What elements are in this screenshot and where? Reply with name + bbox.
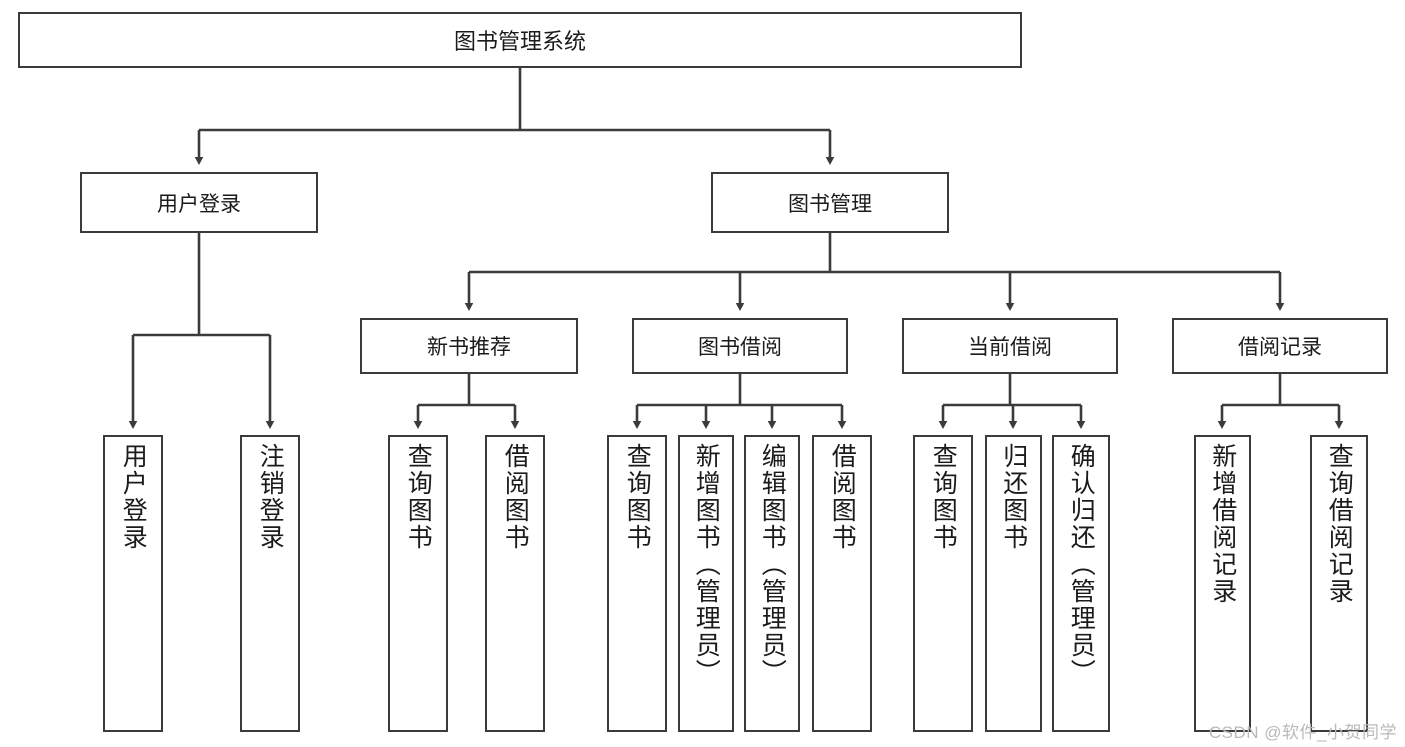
leaf-borrow-book-recommend-label: 借阅图书 [501, 443, 530, 551]
node-user-login[interactable]: 用户登录 [80, 172, 318, 233]
leaf-query-borrow-record-label: 查询借阅记录 [1325, 443, 1354, 605]
leaf-query-book-borrow[interactable]: 查询图书 [607, 435, 667, 732]
leaf-user-login[interactable]: 用户登录 [103, 435, 163, 732]
node-book-management[interactable]: 图书管理 [711, 172, 949, 233]
leaf-query-book-current-label: 查询图书 [929, 443, 958, 551]
leaf-add-borrow-record-label: 新增借阅记录 [1208, 443, 1237, 605]
leaf-borrow-book-recommend[interactable]: 借阅图书 [485, 435, 545, 732]
leaf-query-borrow-record[interactable]: 查询借阅记录 [1310, 435, 1368, 732]
leaf-edit-book-admin-label: 编辑图书（管理员） [758, 443, 787, 686]
leaf-return-book[interactable]: 归还图书 [985, 435, 1042, 732]
leaf-query-book-recommend[interactable]: 查询图书 [388, 435, 448, 732]
leaf-confirm-return-admin-label: 确认归还（管理员） [1067, 443, 1096, 686]
node-borrow-records[interactable]: 借阅记录 [1172, 318, 1388, 374]
leaf-query-book-recommend-label: 查询图书 [404, 443, 433, 551]
leaf-add-book-admin-label: 新增图书（管理员） [692, 443, 721, 686]
leaf-add-book-admin[interactable]: 新增图书（管理员） [678, 435, 734, 732]
leaf-query-book-current[interactable]: 查询图书 [913, 435, 973, 732]
node-book-borrow[interactable]: 图书借阅 [632, 318, 848, 374]
leaf-edit-book-admin[interactable]: 编辑图书（管理员） [744, 435, 800, 732]
node-book-management-label: 图书管理 [788, 192, 872, 216]
node-user-login-label: 用户登录 [157, 192, 241, 216]
leaf-user-login-label: 用户登录 [119, 443, 148, 551]
node-root-label: 图书管理系统 [453, 29, 586, 54]
watermark: CSDN @软件_小贺同学 [1208, 723, 1397, 742]
node-root[interactable]: 图书管理系统 [18, 12, 1022, 68]
node-new-book-recommend-label: 新书推荐 [427, 336, 511, 359]
leaf-confirm-return-admin[interactable]: 确认归还（管理员） [1052, 435, 1110, 732]
node-current-borrow[interactable]: 当前借阅 [902, 318, 1118, 374]
node-new-book-recommend[interactable]: 新书推荐 [360, 318, 578, 374]
node-book-borrow-label: 图书借阅 [698, 336, 782, 359]
node-current-borrow-label: 当前借阅 [968, 336, 1052, 359]
leaf-return-book-label: 归还图书 [999, 443, 1028, 551]
node-borrow-records-label: 借阅记录 [1238, 336, 1322, 359]
leaf-query-book-borrow-label: 查询图书 [623, 443, 652, 551]
leaf-add-borrow-record[interactable]: 新增借阅记录 [1194, 435, 1251, 732]
leaf-borrow-book[interactable]: 借阅图书 [812, 435, 872, 732]
leaf-logout[interactable]: 注销登录 [240, 435, 300, 732]
leaf-borrow-book-label: 借阅图书 [828, 443, 857, 551]
leaf-logout-label: 注销登录 [256, 443, 285, 551]
